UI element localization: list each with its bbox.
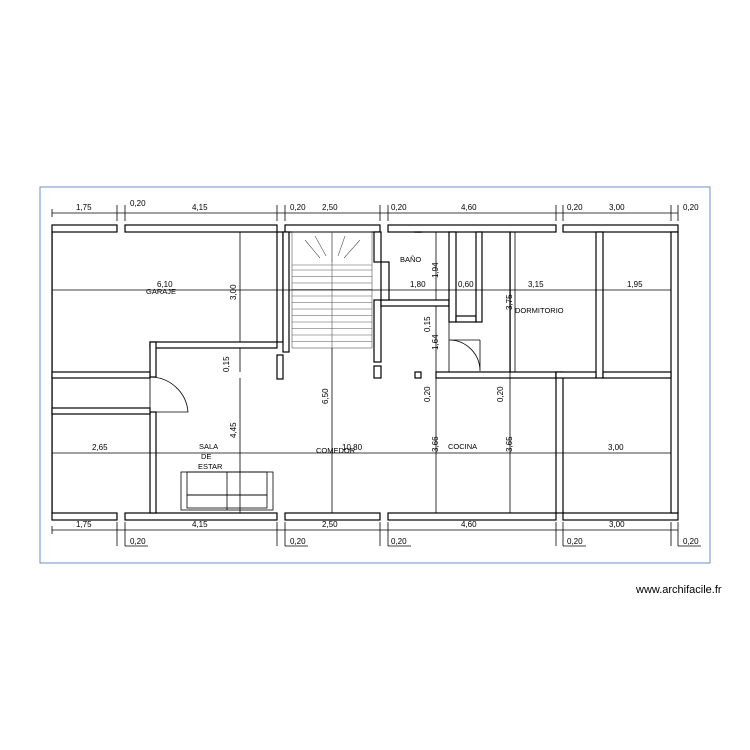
dim-bottom-2: 0,20 bbox=[130, 537, 146, 546]
watermark-text: www.archifacile.fr bbox=[636, 584, 722, 596]
walls bbox=[51, 224, 679, 521]
dim-top-10: 0,20 bbox=[683, 203, 699, 212]
dimension-lines bbox=[51, 205, 701, 547]
dim-row-upper-2: 1,80 bbox=[410, 280, 426, 289]
dim-bottom-9: 3,00 bbox=[609, 520, 625, 529]
dim-top-4: 0,20 bbox=[290, 203, 306, 212]
dim-vert-2: 1,94 bbox=[431, 262, 440, 278]
room-label-de: DE bbox=[201, 452, 211, 461]
dimension-labels: 1,75 0,20 4,15 0,20 2,50 0,20 4,60 0,20 … bbox=[76, 199, 699, 546]
room-label-dormitorio: DORMITORIO bbox=[515, 306, 564, 315]
dim-vert-7: 0,20 bbox=[423, 386, 432, 402]
dim-top-3: 4,15 bbox=[192, 203, 208, 212]
dim-top-8: 0,20 bbox=[567, 203, 583, 212]
dim-vert-1: 3,00 bbox=[229, 284, 238, 300]
room-label-garaje: GARAJE bbox=[146, 287, 176, 296]
room-label-estar: ESTAR bbox=[198, 462, 223, 471]
dim-row-upper-3: 0,60 bbox=[458, 280, 474, 289]
dim-vert-6: 0,15 bbox=[222, 356, 231, 372]
dim-vert-9: 6,50 bbox=[321, 388, 330, 404]
room-label-bano: BAÑO bbox=[400, 255, 421, 264]
sheet-frame bbox=[39, 186, 711, 564]
dim-row-upper-1: 6,10 bbox=[157, 280, 173, 289]
dim-vert-10: 4,45 bbox=[229, 422, 238, 438]
dim-vert-12: 3,65 bbox=[505, 436, 514, 452]
dim-vert-4: 0,15 bbox=[423, 316, 432, 332]
dim-bottom-8: 0,20 bbox=[567, 537, 583, 546]
dim-vert-5: 1,64 bbox=[431, 334, 440, 350]
dim-vert-11: 3,66 bbox=[431, 436, 440, 452]
dim-vert-8: 0,20 bbox=[496, 386, 505, 402]
dim-top-6: 0,20 bbox=[391, 203, 407, 212]
dim-top-5: 2,50 bbox=[322, 203, 338, 212]
dim-vert-3: 3,75 bbox=[505, 294, 514, 310]
dim-bottom-5: 2,50 bbox=[322, 520, 338, 529]
dim-bottom-4: 0,20 bbox=[290, 537, 306, 546]
dim-bottom-1: 1,75 bbox=[76, 520, 92, 529]
dim-top-1: 1,75 bbox=[76, 203, 92, 212]
room-label-sala: SALA bbox=[199, 442, 218, 451]
dim-row-upper-4: 3,15 bbox=[528, 280, 544, 289]
dim-row-lower-2: 10,80 bbox=[342, 443, 363, 452]
dim-top-2: 0,20 bbox=[130, 199, 146, 208]
dim-bottom-3: 4,15 bbox=[192, 520, 208, 529]
dim-bottom-7: 4,60 bbox=[461, 520, 477, 529]
dim-bottom-10: 0,20 bbox=[683, 537, 699, 546]
dim-row-upper-5: 1,95 bbox=[627, 280, 643, 289]
dim-bottom-6: 0,20 bbox=[391, 537, 407, 546]
room-label-cocina: COCINA bbox=[448, 442, 477, 451]
dim-top-7: 4,60 bbox=[461, 203, 477, 212]
room-label-comedor: COMEDOR bbox=[316, 446, 356, 455]
dim-row-lower-1: 2,65 bbox=[92, 443, 108, 452]
sofa bbox=[180, 471, 274, 511]
room-labels: GARAJE BAÑO DORMITORIO SALA DE ESTAR COM… bbox=[146, 255, 564, 471]
dim-top-9: 3,00 bbox=[609, 203, 625, 212]
dim-row-lower-3: 3,00 bbox=[608, 443, 624, 452]
doors bbox=[149, 322, 481, 413]
